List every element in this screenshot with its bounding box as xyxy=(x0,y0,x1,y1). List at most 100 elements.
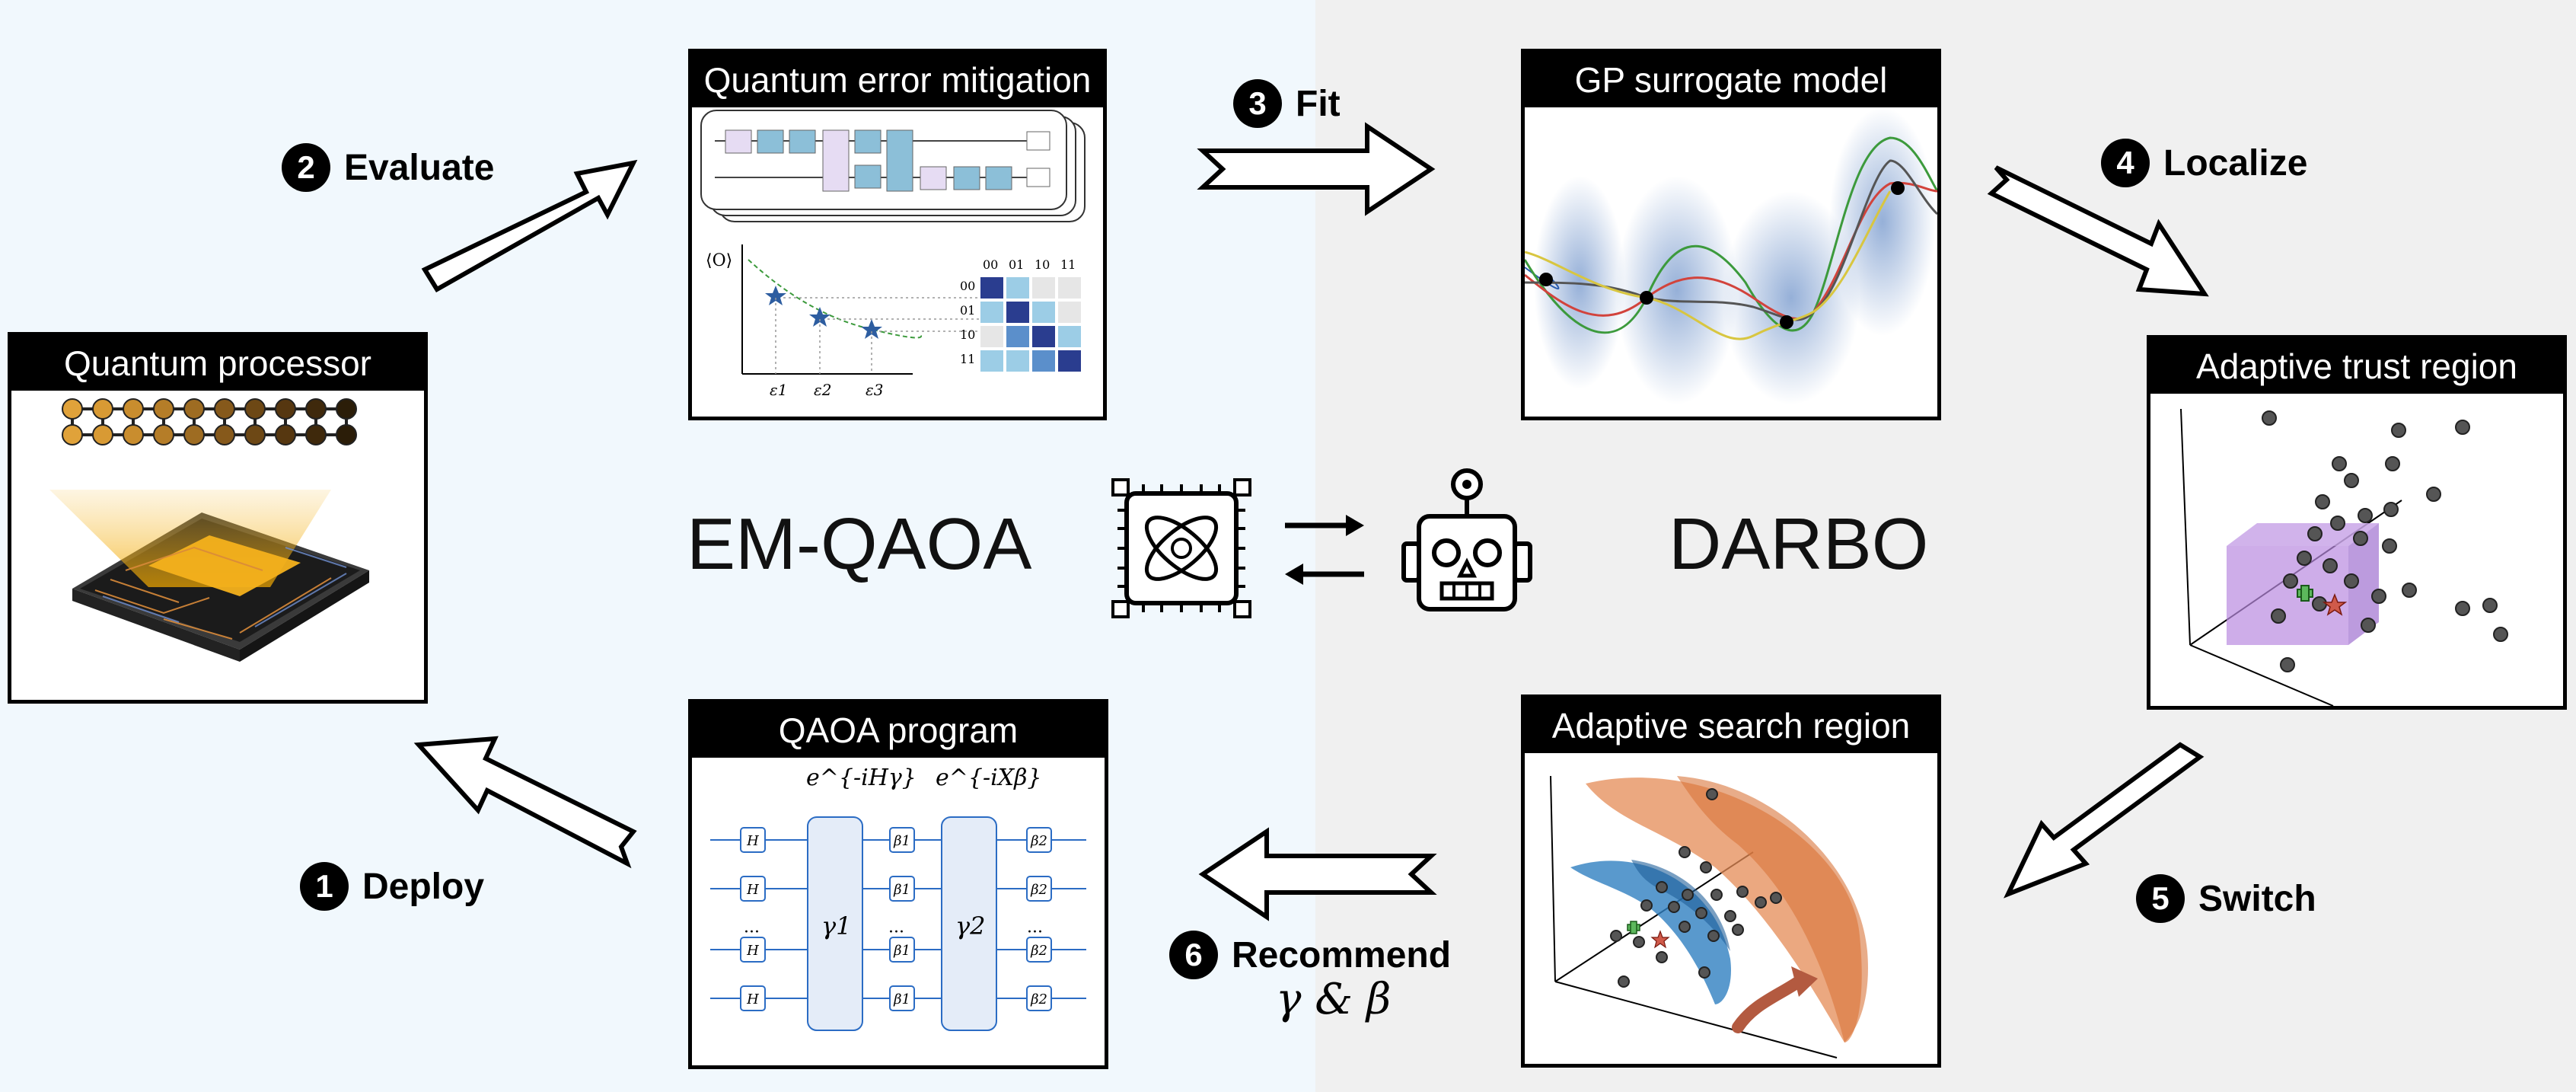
step-badge-2: 2 xyxy=(282,143,330,192)
qem-illustration: ⟨O⟩ ε1 ε2 ε3 00 01 10 11 xyxy=(692,107,1103,417)
trust-sample-point xyxy=(2271,608,2286,624)
qubit xyxy=(214,398,235,420)
candidate-star xyxy=(2322,592,2348,616)
qubit xyxy=(183,398,205,420)
quantum-processor-panel: Quantum processor xyxy=(8,332,428,704)
gp-plot xyxy=(1525,107,1937,417)
robot-icon xyxy=(1401,468,1532,611)
trust-sample-point xyxy=(2280,657,2295,672)
trust-sample-point xyxy=(2323,558,2338,573)
trust-sample-point xyxy=(2455,601,2470,616)
panel-title-quantum-processor: Quantum processor xyxy=(11,336,424,391)
trust-sample-point xyxy=(2344,473,2359,488)
matrix-cell xyxy=(1031,349,1057,373)
arrow-evaluate xyxy=(421,159,638,293)
arrow-recommend xyxy=(1198,827,1437,921)
panel-title-search: Adaptive search region xyxy=(1525,698,1937,753)
trust-sample-point xyxy=(2353,531,2368,546)
search-sample-point xyxy=(1633,936,1645,948)
trust-sample-point xyxy=(2344,573,2359,589)
search-sample-point xyxy=(1732,924,1744,936)
qubit xyxy=(336,398,357,420)
beta1-gate xyxy=(889,876,915,902)
gamma1-label: γ1 xyxy=(821,912,851,940)
step-badge-5: 5 xyxy=(2136,874,2185,923)
beta2-gate-label: β2 xyxy=(1030,943,1047,959)
search-sample-point xyxy=(1770,892,1782,904)
quantum-chip-icon xyxy=(1111,478,1251,618)
beta1-gate xyxy=(889,937,915,963)
matrix-cell xyxy=(1057,300,1082,324)
qubit xyxy=(92,398,113,420)
panel-title-qem: Quantum error mitigation xyxy=(692,53,1103,107)
step-deploy: 1 Deploy xyxy=(300,862,484,911)
qubit xyxy=(305,398,327,420)
quantum-error-mitigation-panel: Quantum error mitigation xyxy=(688,49,1107,420)
matrix-cell xyxy=(1057,276,1082,300)
matrix-col-10: 10 xyxy=(1035,257,1050,272)
step-badge-1: 1 xyxy=(300,862,349,911)
qubit xyxy=(62,398,83,420)
search-sample-point xyxy=(1724,910,1736,922)
search-sample-point xyxy=(1695,907,1707,919)
step-fit: 3 Fit xyxy=(1233,79,1341,128)
matrix-cell xyxy=(1057,324,1082,349)
search-sample-point xyxy=(1682,889,1694,901)
search-candidate-star xyxy=(1650,930,1670,949)
step-label-deploy: Deploy xyxy=(362,866,485,907)
hadamard-gate-label: H xyxy=(746,833,759,849)
em-qaoa-label: EM-QAOA xyxy=(687,503,1032,585)
arrow-switch xyxy=(2004,742,2205,899)
trust-sample-point xyxy=(2283,573,2298,589)
matrix-cell xyxy=(1005,276,1031,300)
arrow-fit xyxy=(1197,122,1436,216)
trust-sample-point xyxy=(2493,627,2508,642)
beta1-gate xyxy=(889,985,915,1011)
step-evaluate: 2 Evaluate xyxy=(282,143,494,192)
panel-title-gp: GP surrogate model xyxy=(1525,53,1937,107)
step-badge-4: 4 xyxy=(2101,139,2150,187)
matrix-col-00: 00 xyxy=(983,257,998,272)
qem-y-label: ⟨O⟩ xyxy=(706,251,732,270)
trust-sample-point xyxy=(2426,487,2441,502)
matrix-cell xyxy=(1005,300,1031,324)
hadamard-gate-label: H xyxy=(746,882,759,898)
matrix-row-10: 10 xyxy=(960,327,975,342)
search-region-plot xyxy=(1525,753,1937,1064)
calibration-matrix xyxy=(979,276,1082,373)
qubit xyxy=(305,424,327,445)
qubit xyxy=(123,424,144,445)
trust-sample-point xyxy=(2482,598,2498,613)
arrow-localize xyxy=(1987,165,2209,297)
search-sample-point xyxy=(1755,896,1767,908)
darbo-label: DARBO xyxy=(1669,503,1929,585)
trust-sample-point xyxy=(2297,551,2312,566)
matrix-cell xyxy=(1005,349,1031,373)
gamma2-label: γ2 xyxy=(955,912,985,940)
matrix-cell xyxy=(1005,324,1031,349)
qubit xyxy=(275,424,296,445)
qubit xyxy=(336,424,357,445)
qubit xyxy=(62,424,83,445)
search-sample-point xyxy=(1736,886,1749,898)
arrow-deploy xyxy=(413,736,637,869)
step-switch: 5 Switch xyxy=(2136,874,2316,923)
search-sample-point xyxy=(1710,889,1723,901)
gp-surrogate-panel: GP surrogate model xyxy=(1521,49,1941,420)
panel-title-qaoa: QAOA program xyxy=(692,703,1105,758)
gamma-beta-label: γ & β xyxy=(1276,975,1392,1024)
qaoa-dots-3: ··· xyxy=(1027,923,1043,942)
gamma1-block xyxy=(807,816,863,1031)
beta2-gate xyxy=(1026,985,1052,1011)
step-label-recommend: Recommend xyxy=(1232,934,1452,975)
beta1-gate-label: β1 xyxy=(893,833,910,849)
qaoa-op-cost: e^{-iHγ} xyxy=(806,765,917,791)
step-label-fit: Fit xyxy=(1296,83,1341,124)
step-localize: 4 Localize xyxy=(2101,139,2307,187)
trust-sample-point xyxy=(2385,456,2400,471)
qaoa-dots-1: ··· xyxy=(744,923,760,942)
qubit xyxy=(183,424,205,445)
qubit-lattice xyxy=(62,398,357,445)
matrix-col-11: 11 xyxy=(1060,257,1076,272)
